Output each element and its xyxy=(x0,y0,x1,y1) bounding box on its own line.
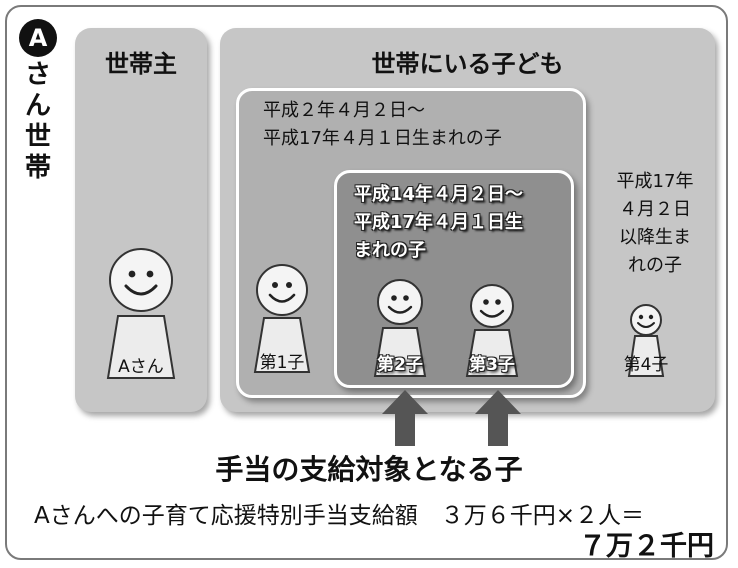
later-born-line: ４月２日 xyxy=(619,199,691,220)
household-title: さ ん 世 帯 xyxy=(20,60,56,184)
later-born-group-text: 平成17年 ４月２日 以降生ま れの子 xyxy=(600,168,710,280)
household-title-char: ん xyxy=(24,91,51,121)
household-letter: A xyxy=(29,24,48,52)
child-4-avatar: 第4子 xyxy=(620,302,672,378)
eligible-group-line: 平成14年４月２日〜 xyxy=(354,184,524,205)
household-title-char: 帯 xyxy=(24,153,51,183)
child-1-avatar: 第1子 xyxy=(252,262,312,374)
eligible-group-box xyxy=(334,170,574,388)
later-born-line: 以降生ま xyxy=(619,227,691,248)
later-born-line: れの子 xyxy=(628,255,682,276)
child-1-label: 第1子 xyxy=(259,353,305,373)
allowance-calculation: Aさんへの子育て応援特別手当支給額 ３万６千円×２人＝ xyxy=(34,503,645,529)
age-group-line: 平成17年４月１日生まれの子 xyxy=(263,128,502,149)
head-panel-title: 世帯主 xyxy=(105,50,177,78)
eligible-group-line: 平成17年４月１日生 xyxy=(354,212,524,233)
child-3-label: 第3子 xyxy=(469,355,515,375)
household-title-char: さ xyxy=(24,60,51,90)
age-group-line: 平成２年４月２日〜 xyxy=(263,100,425,121)
household-title-char: 世 xyxy=(24,122,51,152)
children-panel-title: 世帯にいる子ども xyxy=(371,50,564,78)
eligible-group-line: まれの子 xyxy=(354,240,426,261)
arrow-up-icon xyxy=(475,390,521,446)
arrow-up-icon xyxy=(382,390,428,446)
eligible-children-label: 手当の支給対象となる子 xyxy=(215,453,523,486)
allowance-total: ７万２千円 xyxy=(579,531,714,562)
child-2-avatar: 第2子 xyxy=(372,278,428,378)
household-letter-badge: A xyxy=(19,19,57,57)
child-4-label: 第4子 xyxy=(623,355,669,375)
later-born-line: 平成17年 xyxy=(616,171,694,192)
parent-avatar-label: Aさん xyxy=(118,357,164,377)
parent-avatar: Aさん xyxy=(104,246,178,382)
child-3-avatar: 第3子 xyxy=(464,282,520,378)
child-2-label: 第2子 xyxy=(377,355,423,375)
